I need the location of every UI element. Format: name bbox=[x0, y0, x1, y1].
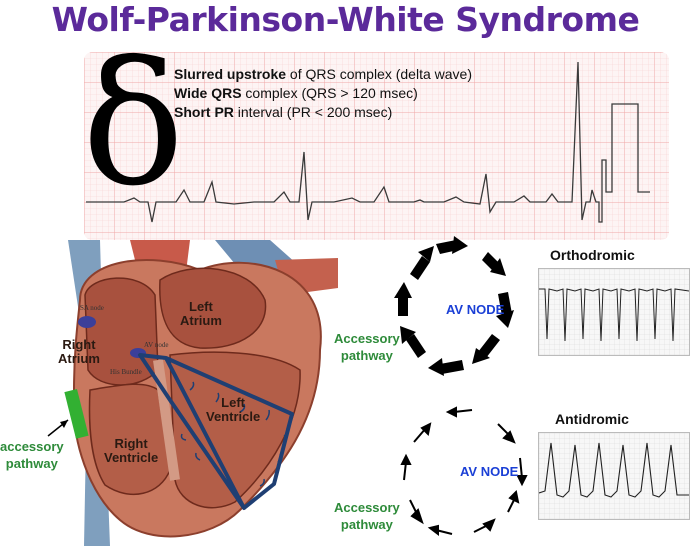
circuit-arrow bbox=[410, 256, 430, 280]
ecg-strip bbox=[84, 52, 669, 240]
circuit-arrow bbox=[519, 457, 523, 479]
feature-slurred-upstroke: Slurred upstroke of QRS complex (delta w… bbox=[174, 66, 472, 82]
feature-short-pr: Short PR interval (PR < 200 msec) bbox=[174, 104, 393, 120]
feature-wide-qrs: Wide QRS complex (QRS > 120 msec) bbox=[174, 85, 418, 101]
orthodromic-av-node: AV NODE bbox=[446, 302, 505, 317]
ecg-trace bbox=[86, 61, 650, 223]
his-bundle-label: His Bundle bbox=[110, 368, 142, 376]
circuit-arrow bbox=[406, 334, 426, 358]
antidromic-av-node: AV NODE bbox=[460, 464, 519, 479]
accessory-pathway-bar bbox=[64, 389, 89, 439]
delta-symbol: δ bbox=[82, 26, 185, 224]
circuit-arrow bbox=[478, 334, 500, 358]
antidromic-ecg-strip bbox=[538, 432, 690, 520]
circuit-arrow bbox=[498, 292, 512, 316]
page-title: Wolf-Parkinson-White Syndrome bbox=[51, 0, 640, 39]
sa-node bbox=[78, 316, 96, 328]
orthodromic-title: Orthodromic bbox=[550, 247, 635, 263]
heart-illustration bbox=[47, 240, 338, 546]
feature-list: Slurred upstroke of QRS complex (delta w… bbox=[174, 65, 472, 122]
orthodromic-ecg-strip bbox=[538, 268, 690, 356]
circuit-arrow bbox=[440, 360, 464, 374]
av-node-label: AV node bbox=[144, 341, 169, 349]
sa-node-label: SA node bbox=[80, 304, 104, 312]
antidromic-title: Antidromic bbox=[555, 411, 629, 427]
orthodromic-circuit bbox=[394, 236, 514, 376]
antidromic-circuit bbox=[400, 406, 528, 536]
circuit-arrow bbox=[398, 294, 408, 316]
